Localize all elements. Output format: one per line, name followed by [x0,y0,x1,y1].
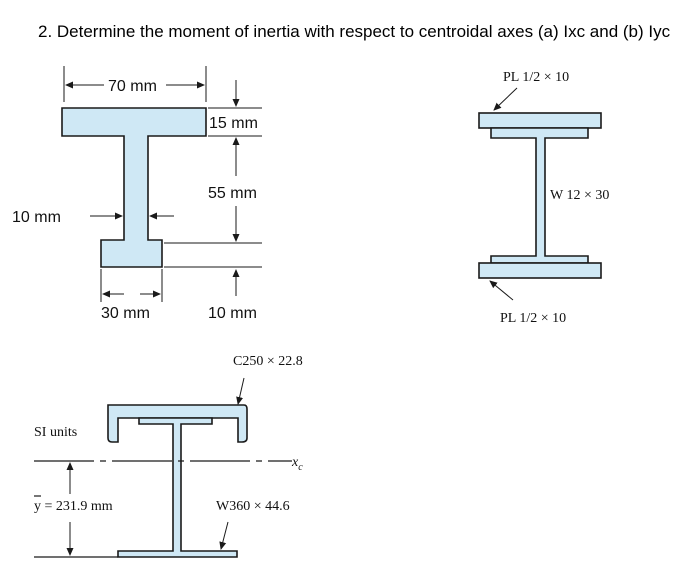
figure-a-bottom-width-label: 30 mm [101,305,150,322]
figure-c-centroid-axis-label: xc [291,455,303,473]
figure-a-web-height-label: 55 mm [208,185,257,202]
figure-b-bottom-plate-leader [489,280,514,301]
figure-b-top-plate-leader [493,87,518,111]
figure-c-section-label: W360 × 44.6 [216,499,290,514]
figure-b-top-plate [478,112,602,129]
figure-b-bottom-plate-label: PL 1/2 × 10 [500,311,566,326]
figure-b-bottom-plate [478,262,602,279]
figure-c-w-shape [117,417,238,558]
figure-b-top-plate-label: PL 1/2 × 10 [503,70,569,85]
figure-c-units-label: SI units [34,425,77,440]
figure-c-channel-label: C250 × 22.8 [233,354,303,369]
figure-c-section-leader [219,521,229,550]
figure-a-bottom-thickness-label: 10 mm [208,305,257,322]
figure-c-channel-leader [236,377,245,405]
figure-a-top-width-label: 70 mm [108,78,157,95]
figure-a-flange-thickness-label: 15 mm [209,115,258,132]
figure-c-channel-shape [107,404,248,443]
figure-a: 70 mm 15 mm 55 mm 10 mm 30 mm 10 mm [12,66,262,322]
question-text: 2. Determine the moment of inertia with … [38,22,671,41]
figure-a-section-shape [61,107,207,268]
figure-c: C250 × 22.8 SI units xc y = 231.9 mm W36… [34,354,303,558]
figure-a-web-thickness-label: 10 mm [12,209,61,226]
figure-c-centroid-axis-subscript: c [298,462,303,473]
figure-c-ybar-label: y = 231.9 mm [34,499,113,514]
figure-b-section-label: W 12 × 30 [550,188,609,203]
figure-b: PL 1/2 × 10 W 12 × 30 PL 1/2 × 10 [478,70,609,326]
